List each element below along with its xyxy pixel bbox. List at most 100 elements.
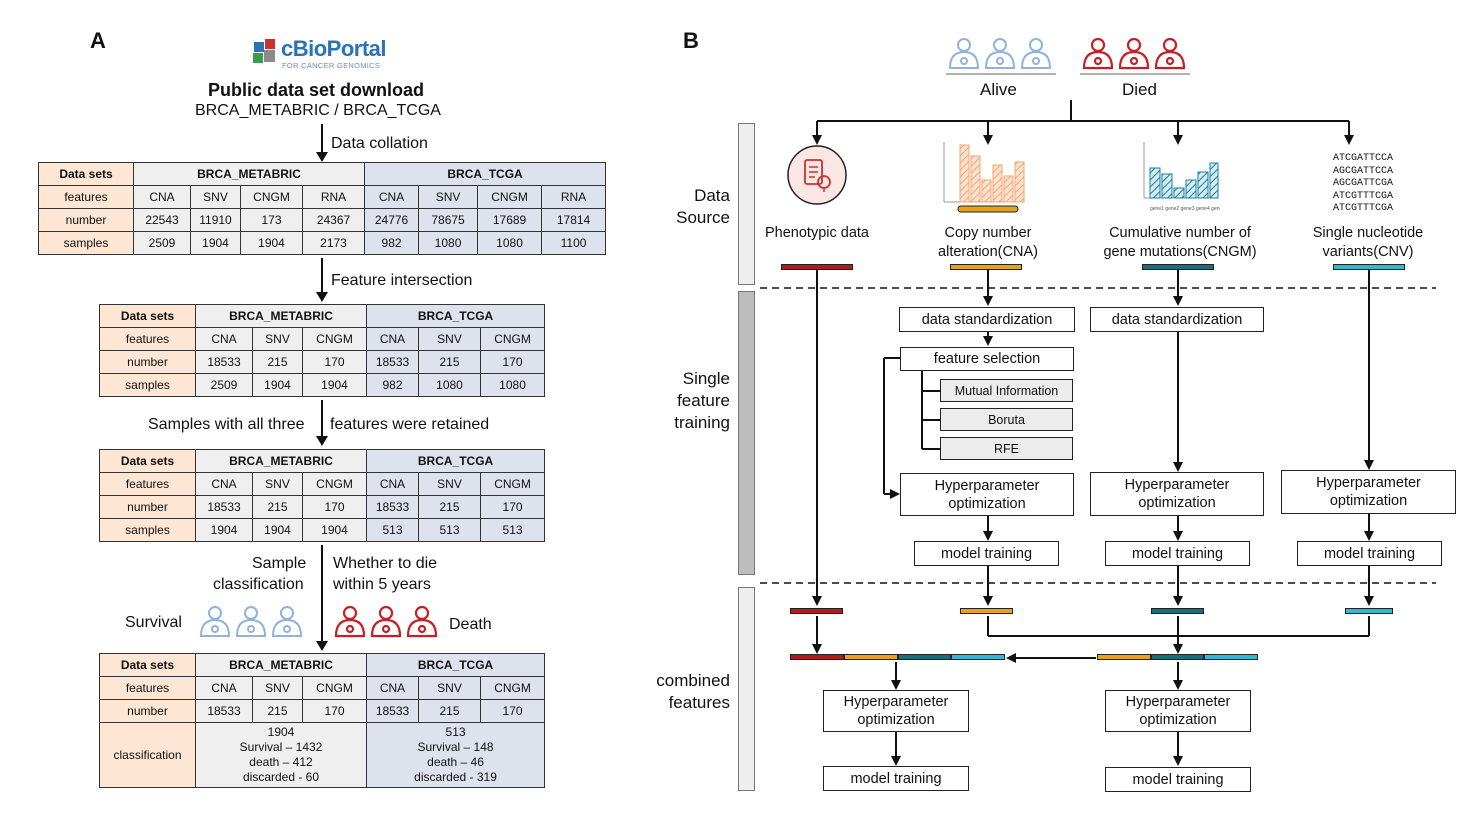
- side-label-data-source: Data Source: [650, 185, 730, 229]
- t2-cell: 1080: [480, 373, 546, 397]
- table-feature-intersection: Data sets BRCA_METABRIC BRCA_TCGA featur…: [99, 304, 546, 397]
- t2-cell: CNA: [366, 327, 420, 351]
- t1-cell: 1080: [477, 231, 543, 255]
- side-label-single-1: Single: [682, 369, 730, 388]
- t2-cell: 215: [418, 350, 482, 374]
- t4-row-label: features: [99, 676, 196, 700]
- source-phenotype-label: Phenotypic data: [765, 225, 869, 241]
- t3-header-datasets: Data sets: [99, 449, 196, 473]
- combined-right-cnv: [1204, 654, 1258, 660]
- source-cna: Copy number alteration(CNA): [913, 224, 1063, 262]
- cnv-hp-line1: Hyperparameter: [1316, 475, 1421, 491]
- table-data-collation: Data sets BRCA_METABRIC BRCA_TCGA featur…: [38, 162, 607, 255]
- t3-cell: 215: [418, 495, 482, 519]
- fs-rfe: RFE: [940, 437, 1073, 460]
- t1-cell: SNV: [418, 185, 479, 209]
- source-cnv-label-1: Single nucleotide: [1312, 225, 1424, 241]
- t2-cell: 170: [301, 350, 368, 374]
- combined-right-hp-line2: optimization: [1139, 712, 1217, 728]
- cngm-hp-line2: optimization: [1138, 495, 1216, 511]
- cngm-hp-line1: Hyperparameter: [1124, 477, 1230, 493]
- t4-metabric-total: 1904: [267, 725, 295, 739]
- combined-features-bar: [738, 587, 755, 791]
- t4-tcga-survival: Survival – 148: [417, 740, 494, 754]
- t3-cell: CNGM: [301, 472, 368, 496]
- t2-cell: 170: [480, 350, 546, 374]
- logo-text: cBioPortal: [281, 36, 387, 61]
- source-cnv: Single nucleotide variants(CNV): [1298, 224, 1438, 262]
- fs-boruta: Boruta: [940, 408, 1073, 431]
- t3-cell: 513: [418, 518, 482, 542]
- t1-cell: 173: [240, 208, 303, 232]
- panel-b-label: B: [683, 28, 699, 53]
- combined-strip-left: [790, 654, 1005, 661]
- svg-text:gene1 gene2 gene3 gene4 gene5: gene1 gene2 gene3 gene4 gene5: [1150, 206, 1220, 212]
- strip-cna: [950, 264, 1022, 270]
- t2-cell: CNGM: [301, 327, 368, 351]
- alive-patients-icon: [946, 38, 1056, 75]
- t4-cell: CNA: [195, 676, 253, 700]
- t4-tcga-total: 513: [445, 725, 466, 739]
- combined-left-hp-line1: Hyperparameter: [843, 694, 949, 710]
- t2-row-label: samples: [99, 373, 196, 397]
- data-source-bar: [738, 123, 755, 285]
- combined-right-model-training: model training: [1105, 767, 1251, 792]
- fs-mutual-information: Mutual Information: [940, 379, 1073, 402]
- t4-cell: SNV: [418, 676, 482, 700]
- side-label-single-3: training: [674, 413, 730, 432]
- survival-patients-icon: [199, 606, 303, 637]
- t3-row-label: samples: [99, 518, 196, 542]
- step-samples-right: features were retained: [330, 416, 490, 433]
- t2-header-metabric: BRCA_METABRIC: [194, 304, 368, 328]
- step-data-collation: Data collation: [331, 135, 428, 152]
- side-label-combined-1: combined: [656, 671, 730, 690]
- t3-cell: CNA: [195, 472, 253, 496]
- t3-cell: 1904: [195, 518, 253, 542]
- table-samples-retained: Data sets BRCA_METABRIC BRCA_TCGA featur…: [99, 449, 546, 542]
- t3-cell: SNV: [252, 472, 303, 496]
- side-label-single-2: feature: [677, 391, 730, 410]
- t2-cell: CNGM: [480, 327, 546, 351]
- cnv-hyperparameter-box: Hyperparameter optimization: [1281, 470, 1456, 514]
- alive-label: Alive: [980, 80, 1017, 99]
- t4-tcga-death: death – 46: [427, 755, 484, 769]
- combined-left-phenotype: [790, 654, 844, 660]
- t3-row-label: number: [99, 495, 196, 519]
- t4-tcga-classification: 513 Survival – 148 death – 46 discarded …: [366, 722, 546, 788]
- t3-cell: 215: [252, 495, 303, 519]
- t3-header-metabric: BRCA_METABRIC: [194, 449, 368, 473]
- source-cngm-label-2: gene mutations(CNGM): [1103, 244, 1257, 260]
- strip2-phenotype: [790, 608, 843, 614]
- t3-cell: 170: [301, 495, 368, 519]
- t4-cell: 215: [252, 699, 303, 723]
- combined-left-cnv: [951, 654, 1005, 660]
- t3-cell: 1904: [301, 518, 368, 542]
- t4-header-tcga: BRCA_TCGA: [366, 653, 546, 677]
- cbioportal-logo-icon: [253, 39, 275, 63]
- sequence-line: ATCGATTCCA: [1333, 153, 1394, 164]
- t3-cell: 170: [480, 495, 546, 519]
- combined-strip-right: [1097, 654, 1258, 661]
- t3-header-tcga: BRCA_TCGA: [366, 449, 546, 473]
- logo-subtext: FOR CANCER GENOMICS: [282, 61, 381, 70]
- sequence-line: AGCGATTCCA: [1333, 165, 1394, 177]
- t4-tcga-discarded: discarded - 319: [414, 770, 497, 784]
- sequence-line: ATCGTTTCGA: [1333, 203, 1394, 214]
- t1-cell: 22543: [133, 208, 191, 232]
- t4-header-metabric: BRCA_METABRIC: [194, 653, 368, 677]
- t2-cell: 1904: [301, 373, 368, 397]
- t1-row-label: number: [38, 208, 134, 232]
- panel-a-label: A: [90, 28, 106, 53]
- strip2-cngm: [1151, 608, 1204, 614]
- step-feature-intersection: Feature intersection: [331, 272, 473, 289]
- combined-right-cngm: [1151, 654, 1204, 660]
- step-samples-left: Samples with all three: [148, 416, 305, 433]
- t1-cell: CNGM: [240, 185, 303, 209]
- t4-cell: SNV: [252, 676, 303, 700]
- cnv-hp-line2: optimization: [1329, 493, 1408, 509]
- t3-cell: 513: [366, 518, 420, 542]
- side-label-single: Single feature training: [640, 368, 730, 434]
- t4-metabric-classification: 1904 Survival – 1432 death – 412 discard…: [194, 722, 368, 788]
- t4-class-label: classification: [99, 722, 196, 788]
- t1-cell: RNA: [541, 185, 607, 209]
